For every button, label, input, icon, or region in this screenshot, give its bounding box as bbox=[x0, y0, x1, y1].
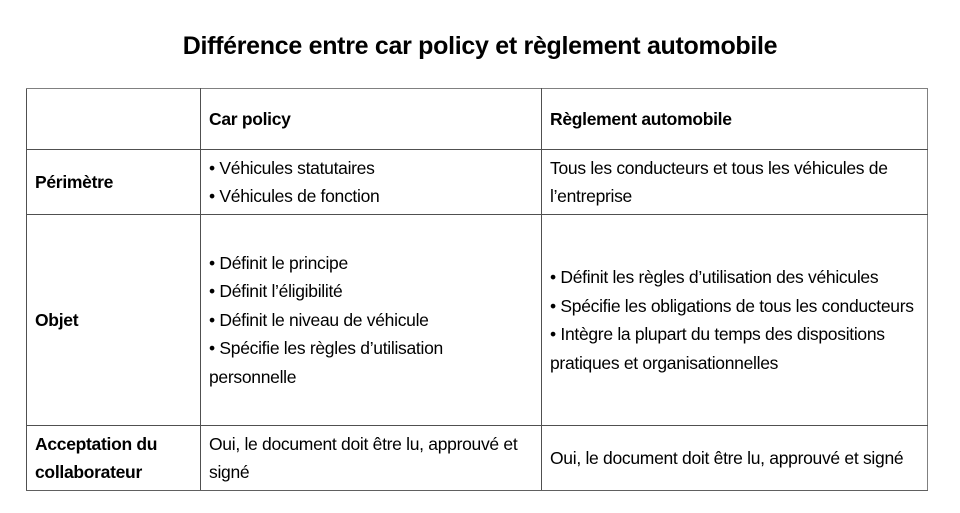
reglement-cell: • Définit les règles d’utilisation des v… bbox=[541, 214, 928, 426]
cell-text: Tous les conducteurs et tous les véhicul… bbox=[550, 157, 888, 207]
list-item: • Véhicules de fonction bbox=[209, 186, 380, 206]
list-item: • Intègre la plupart du temps des dispos… bbox=[550, 324, 885, 373]
header-empty-cell bbox=[26, 88, 201, 150]
list-item: • Définit les règles d’utilisation des v… bbox=[550, 267, 879, 287]
list-item: • Définit le principe bbox=[209, 252, 348, 273]
list-item: • Définit le niveau de véhicule bbox=[209, 309, 429, 330]
table-row-objet: Objet • Définit le principe • Définit l’… bbox=[26, 214, 928, 426]
list-item: • Véhicules statutaires bbox=[209, 157, 375, 178]
table-row-perimetre: Périmètre • Véhicules statutaires • Véhi… bbox=[26, 149, 928, 215]
page-title: Différence entre car policy et règlement… bbox=[182, 32, 778, 60]
reglement-cell: Tous les conducteurs et tous les véhicul… bbox=[541, 149, 928, 215]
cell-text: Oui, le document doit être lu, approuvé … bbox=[550, 447, 904, 468]
header-reglement-automobile: Règlement automobile bbox=[541, 88, 928, 150]
table-header-row: Car policy Règlement automobile bbox=[26, 88, 928, 150]
car-policy-cell: • Définit le principe • Définit l’éligib… bbox=[200, 214, 542, 426]
list-item: • Définit l’éligibilité bbox=[209, 281, 343, 302]
list-item: • Spécifie les règles d’utilisation pers… bbox=[209, 338, 443, 387]
reglement-cell: Oui, le document doit être lu, approuvé … bbox=[541, 425, 928, 491]
row-label: Périmètre bbox=[26, 149, 201, 215]
comparison-table: Car policy Règlement automobile Périmètr… bbox=[26, 88, 928, 491]
header-car-policy: Car policy bbox=[200, 88, 542, 150]
car-policy-cell: Oui, le document doit être lu, approuvé … bbox=[200, 425, 542, 491]
table-row-acceptation: Acceptation du collaborateur Oui, le doc… bbox=[26, 425, 928, 491]
list-item: • Spécifie les obligations de tous les c… bbox=[550, 295, 914, 316]
row-label: Acceptation du collaborateur bbox=[26, 425, 201, 491]
row-label: Objet bbox=[26, 214, 201, 426]
car-policy-cell: • Véhicules statutaires • Véhicules de f… bbox=[200, 149, 542, 215]
cell-text: Oui, le document doit être lu, approuvé … bbox=[209, 433, 518, 483]
